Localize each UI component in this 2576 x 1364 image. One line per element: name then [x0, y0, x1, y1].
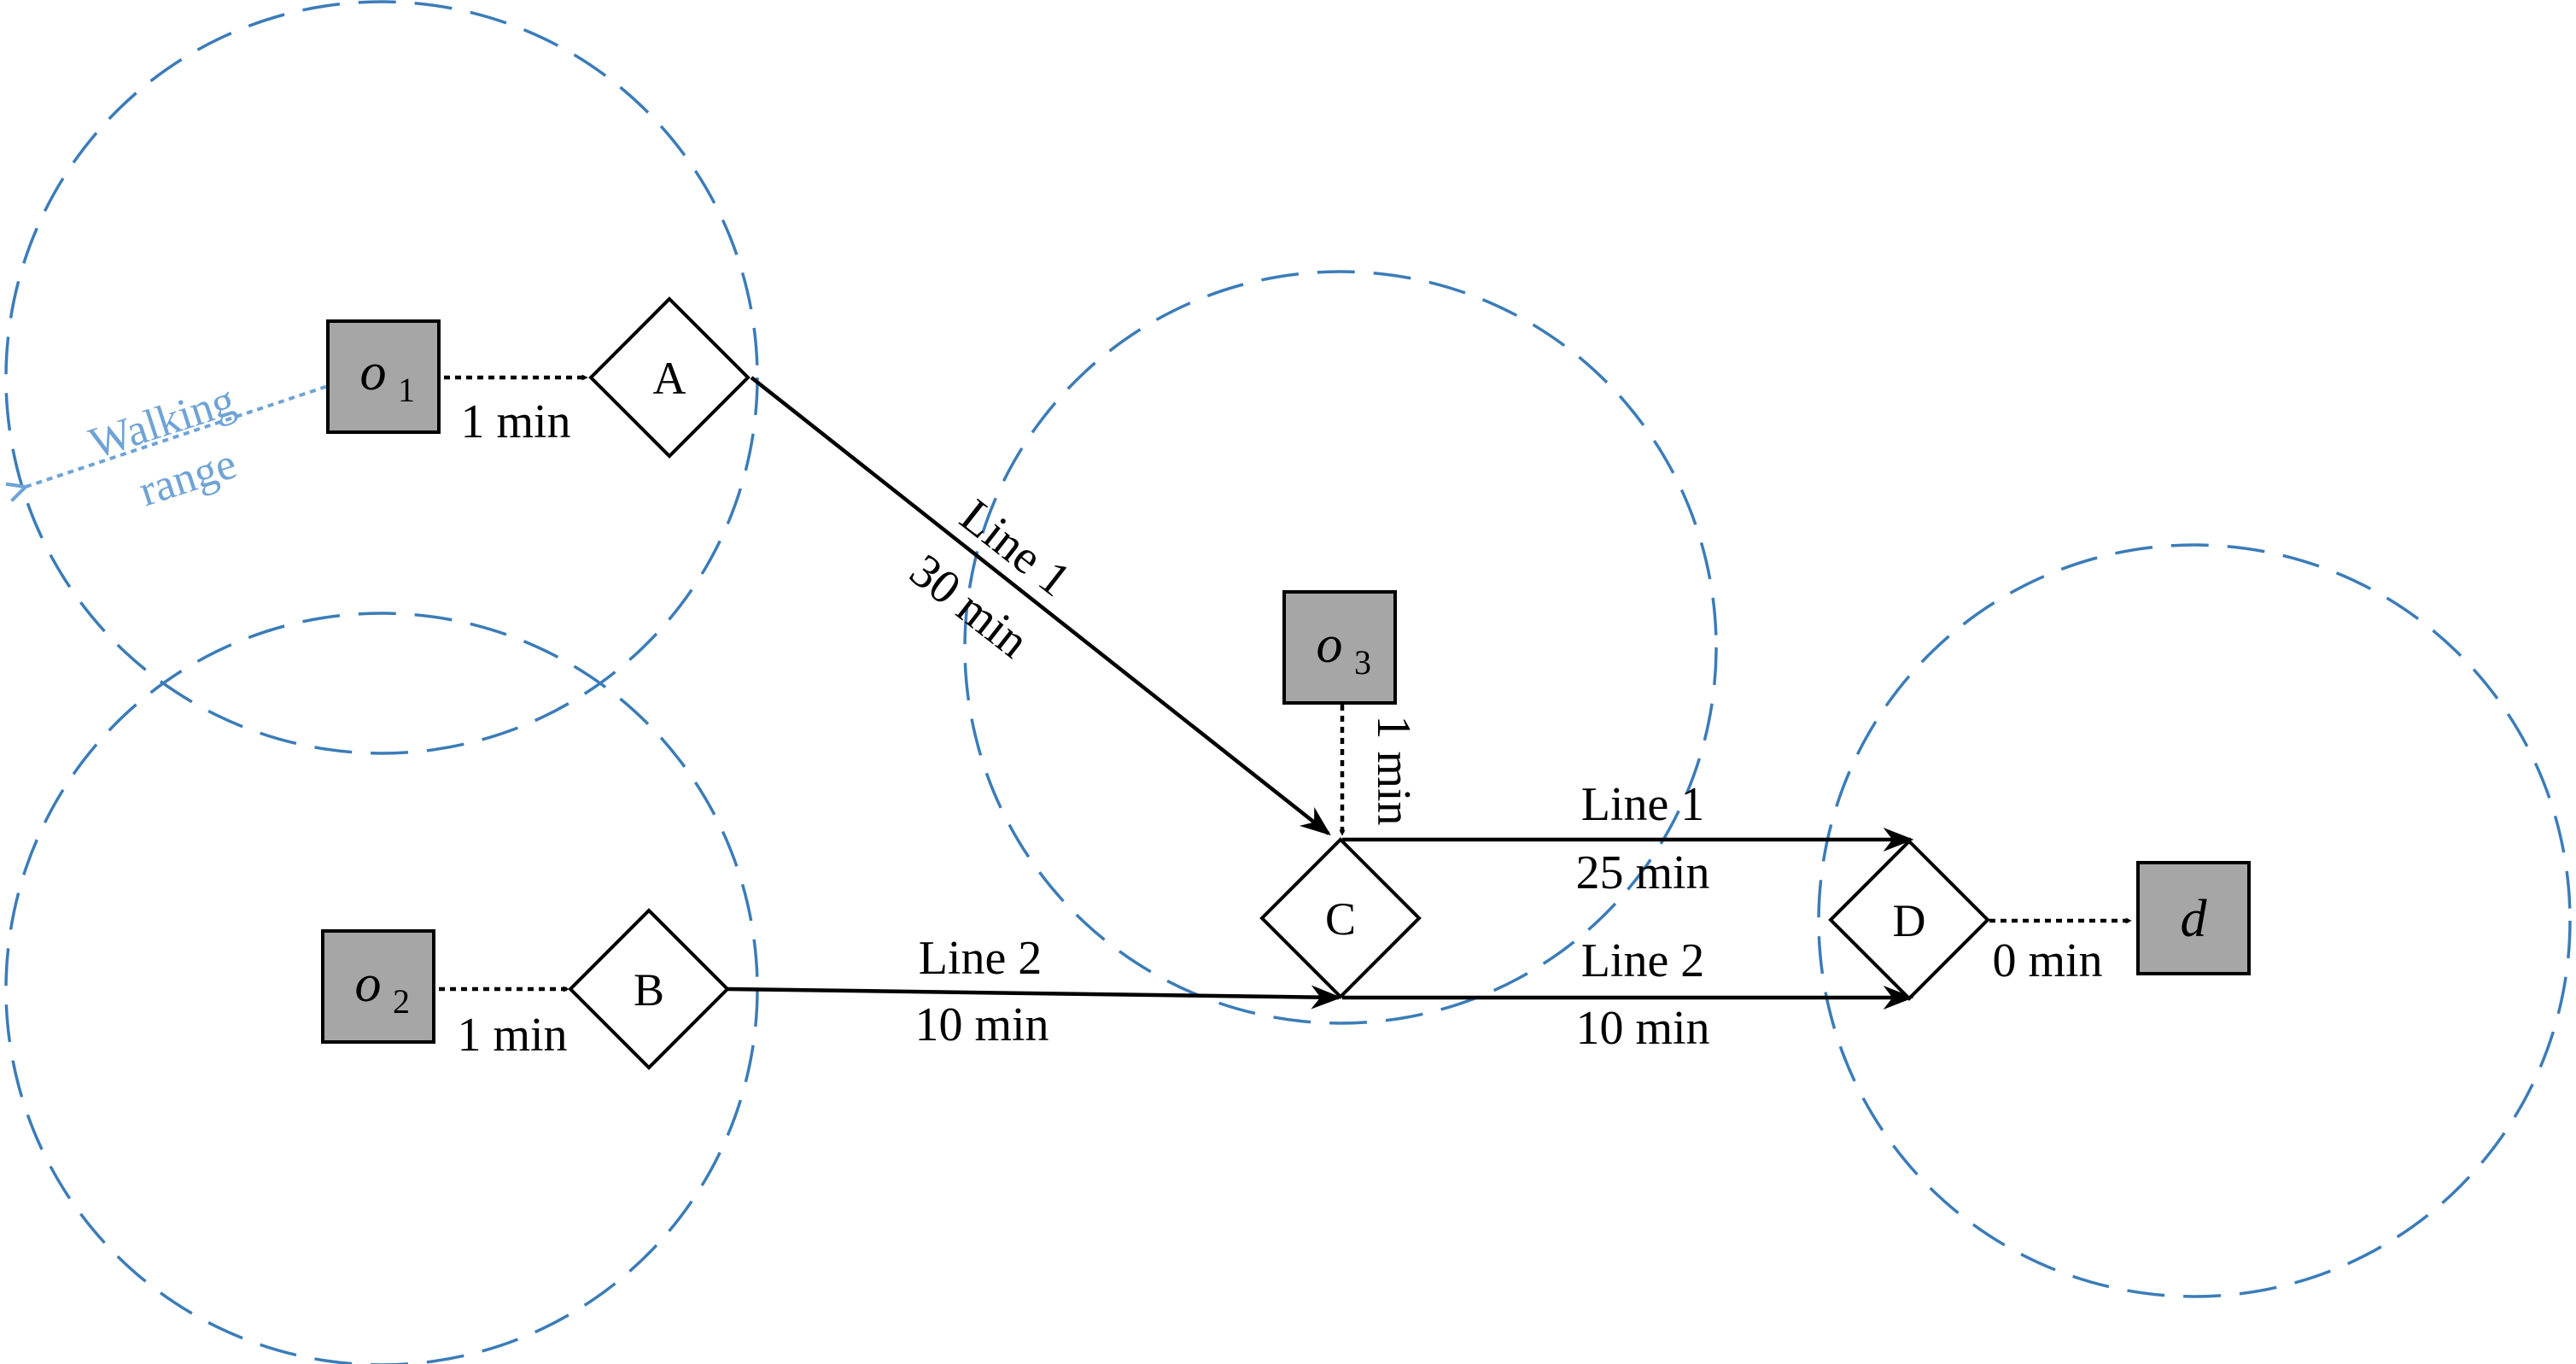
zone-o3-box	[1282, 590, 1397, 705]
link-B-C-line2	[727, 985, 1342, 1010]
zone-o2[interactable]: o 2	[321, 929, 435, 1044]
stop-D[interactable]: D	[1828, 839, 1990, 1001]
walk-time-o2-B: 1 min	[457, 1009, 567, 1062]
zone-o1-box	[326, 319, 441, 434]
stop-A-diamond	[588, 296, 751, 459]
zone-o2-subscript: 2	[393, 982, 410, 1021]
stop-C-label: C	[1325, 893, 1356, 945]
line-label-B-C: Line 2	[919, 932, 1043, 985]
stop-B-label: B	[634, 964, 664, 1016]
time-label-C-D-line2: 10 min	[1575, 1002, 1709, 1055]
zone-o1-label: o	[360, 343, 387, 401]
walking-range-circle-o3	[963, 270, 1718, 1025]
line-label-C-D-line1: Line 1	[1581, 778, 1705, 831]
zone-o2-label: o	[355, 955, 382, 1013]
zone-o3-label: o	[1317, 616, 1343, 674]
line-label-C-D-line2: Line 2	[1581, 934, 1705, 987]
stop-C-diamond	[1259, 837, 1422, 999]
stop-A[interactable]: A	[588, 296, 751, 459]
stop-B[interactable]: B	[568, 908, 730, 1070]
walk-time-o3-C: 1 min	[1367, 715, 1420, 825]
stop-A-label: A	[653, 353, 686, 404]
walk-time-o1-A: 1 min	[460, 395, 570, 448]
stop-C[interactable]: C	[1259, 837, 1422, 999]
walk-time-D-d: 0 min	[1992, 934, 2102, 987]
zone-o1[interactable]: o 1	[326, 319, 441, 434]
stop-D-diamond	[1828, 839, 1990, 1001]
zone-o3-subscript: 3	[1354, 643, 1371, 682]
zone-d-box	[2136, 861, 2251, 975]
zone-o1-subscript: 1	[398, 371, 415, 409]
stop-B-diamond	[568, 908, 730, 1070]
zone-d[interactable]: d	[2136, 861, 2251, 975]
time-label-B-C: 10 min	[914, 998, 1049, 1051]
link-A-C-line1	[750, 376, 1331, 836]
stop-D-label: D	[1893, 895, 1926, 946]
walking-range-arrow	[26, 374, 359, 487]
zone-o3[interactable]: o 3	[1282, 590, 1397, 705]
zone-o2-box	[321, 929, 435, 1044]
zone-d-label: d	[2181, 890, 2208, 948]
time-label-C-D-line1: 25 min	[1575, 846, 1709, 899]
walking-range-circle-d	[1817, 543, 2572, 1298]
walking-range-circle-o1	[4, 0, 759, 755]
